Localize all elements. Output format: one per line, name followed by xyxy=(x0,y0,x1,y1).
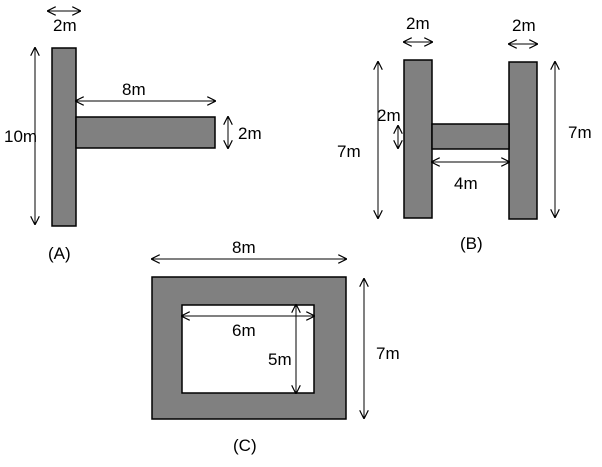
figure-a-top-width-label: 2m xyxy=(53,16,77,35)
figure-c-inner-height-label: 5m xyxy=(268,350,292,369)
figure-b-left-bar xyxy=(403,59,433,219)
figure-c-inner-width-label: 6m xyxy=(232,321,256,340)
figure-c-caption: (C) xyxy=(233,436,257,455)
figure-a-horizontal-arm xyxy=(75,116,216,149)
figure-a-arm-thickness-label: 2m xyxy=(238,124,262,143)
figure-a-vertical-bar xyxy=(51,47,77,227)
figure-a-caption: (A) xyxy=(48,244,71,263)
figure-b-right-width-label: 2m xyxy=(512,16,536,35)
figure-c-outer-width-label: 8m xyxy=(232,238,256,257)
figure-b-bar-thickness-label: 2m xyxy=(377,106,401,125)
figure-b-right-height-label: 7m xyxy=(568,123,592,142)
figure-a-arm-length-label: 8m xyxy=(122,80,146,99)
figure-b-right-bar xyxy=(508,61,538,220)
figure-c: 8m 7m 6m 5m (C) xyxy=(152,238,400,455)
figure-b-caption: (B) xyxy=(460,234,483,253)
figure-b-left-height-label: 7m xyxy=(337,142,361,161)
figure-a-height-label: 10m xyxy=(4,127,37,146)
figure-b: 2m 2m 7m 7m 2m 4m (B) xyxy=(337,14,592,253)
figure-c-outer-height-label: 7m xyxy=(376,344,400,363)
figure-b-bar-length-label: 4m xyxy=(454,174,478,193)
figure-a: 2m 10m 8m 2m (A) xyxy=(4,11,262,263)
figure-b-left-width-label: 2m xyxy=(406,14,430,33)
figure-c-inner-hole xyxy=(181,304,315,394)
figure-b-connecting-bar xyxy=(431,123,510,150)
